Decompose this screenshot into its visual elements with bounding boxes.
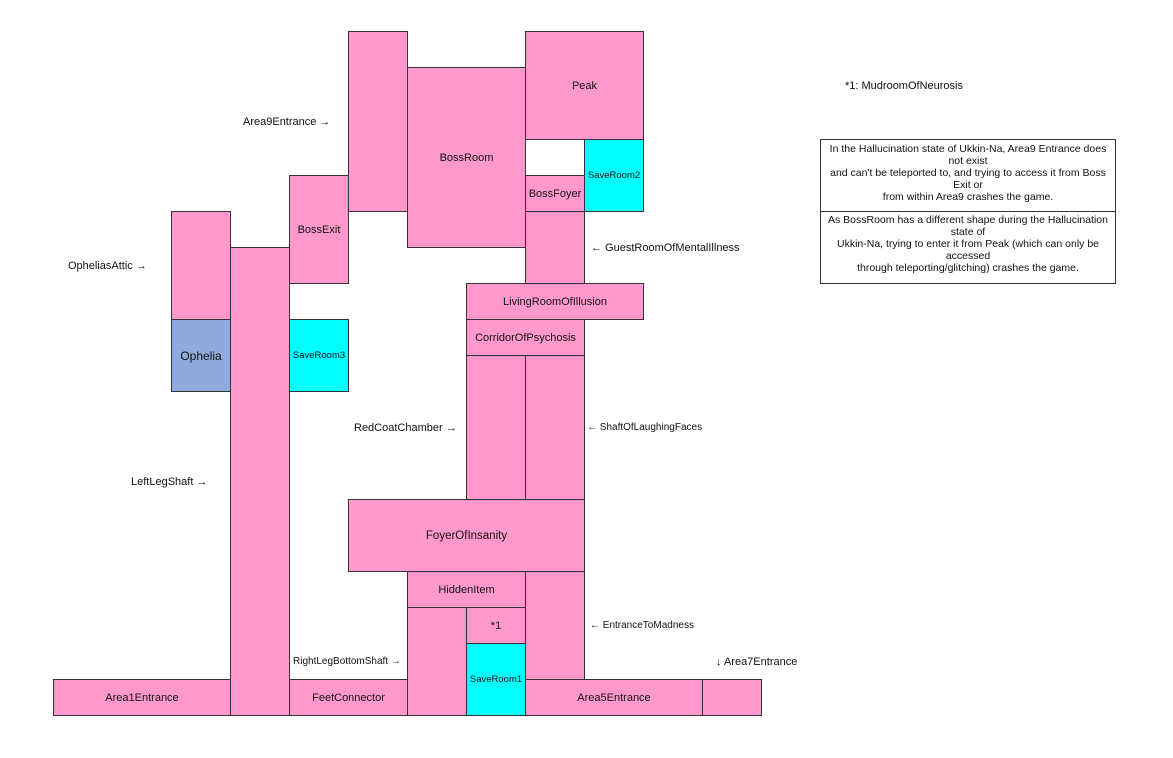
- note-area9-entrance: In the Hallucination state of Ukkin-Na, …: [820, 139, 1116, 212]
- room-shaft-laughing: [525, 355, 585, 500]
- room-area7-entrance: [702, 679, 762, 716]
- room-save-room3: SaveRoom3: [289, 319, 349, 392]
- room-foyer-insanity: FoyerOfInsanity: [348, 499, 585, 572]
- room-label: FeetConnector: [312, 691, 385, 704]
- room-boss-exit: BossExit: [289, 175, 349, 284]
- label-ophelias-attic: OpheliasAttic →: [68, 260, 147, 272]
- room-label: BossExit: [297, 223, 341, 236]
- label-red-coat-chamber: RedCoatChamber →: [354, 422, 457, 434]
- room-feet-connector: FeetConnector: [289, 679, 408, 716]
- room-guest-room: [525, 211, 585, 284]
- label-right-leg-bottom-shaft: RightLegBottomShaft →: [293, 656, 401, 667]
- room-label: SaveRoom3: [292, 350, 346, 361]
- room-left-leg-shaft: [230, 247, 290, 716]
- room-peak: Peak: [525, 31, 644, 140]
- room-save-room1: SaveRoom1: [466, 643, 526, 716]
- room-label: BossRoom: [439, 151, 494, 164]
- room-label: Area1Entrance: [105, 691, 179, 704]
- room-red-coat: [466, 355, 526, 500]
- note-boss-room: As BossRoom has a different shape during…: [820, 211, 1116, 284]
- room-corridor: CorridorOfPsychosis: [466, 319, 585, 356]
- room-right-leg-bottom: [407, 607, 467, 716]
- room-save-room2: SaveRoom2: [584, 139, 644, 212]
- label-area9-entrance: Area9Entrance →: [243, 116, 331, 128]
- room-entrance-madness: [525, 571, 585, 680]
- room-ophelias-attic: [171, 211, 231, 320]
- room-area5-entrance: Area5Entrance: [525, 679, 703, 716]
- footnote-mudroom: *1: MudroomOfNeurosis: [845, 80, 963, 92]
- room-ophelia: Ophelia: [171, 319, 231, 392]
- label-area7-entrance: ↓ Area7Entrance: [716, 656, 798, 668]
- room-label: CorridorOfPsychosis: [475, 331, 576, 344]
- note-text: In the Hallucination state of Ukkin-Na, …: [829, 143, 1107, 203]
- note-text: As BossRoom has a different shape during…: [828, 214, 1108, 274]
- room-boss-room: BossRoom: [407, 67, 526, 248]
- room-label: Ophelia: [180, 348, 222, 363]
- room-label: SaveRoom2: [587, 170, 641, 181]
- room-label: BossFoyer: [528, 187, 582, 200]
- room-label: *1: [490, 619, 502, 632]
- room-label: Area5Entrance: [577, 691, 651, 704]
- label-left-leg-shaft: LeftLegShaft →: [131, 476, 208, 488]
- room-area9-entrance: [348, 31, 408, 212]
- room-label: HiddenItem: [438, 583, 495, 596]
- label-shaft-laughing-faces: ← ShaftOfLaughingFaces: [587, 422, 703, 433]
- room-label: LivingRoomOfIllusion: [503, 295, 607, 308]
- room-boss-foyer: BossFoyer: [525, 175, 585, 212]
- room-area1-entrance: Area1Entrance: [53, 679, 231, 716]
- label-guest-room: ← GuestRoomOfMentalIllness: [591, 242, 740, 254]
- label-entrance-to-madness: ← EntranceToMadness: [590, 620, 694, 631]
- room-label: SaveRoom1: [469, 674, 523, 685]
- room-label: Peak: [571, 79, 598, 92]
- room-mudroom: *1: [466, 607, 526, 644]
- room-living-room: LivingRoomOfIllusion: [466, 283, 644, 320]
- room-hidden-item: HiddenItem: [407, 571, 526, 608]
- room-label: FoyerOfInsanity: [425, 529, 508, 542]
